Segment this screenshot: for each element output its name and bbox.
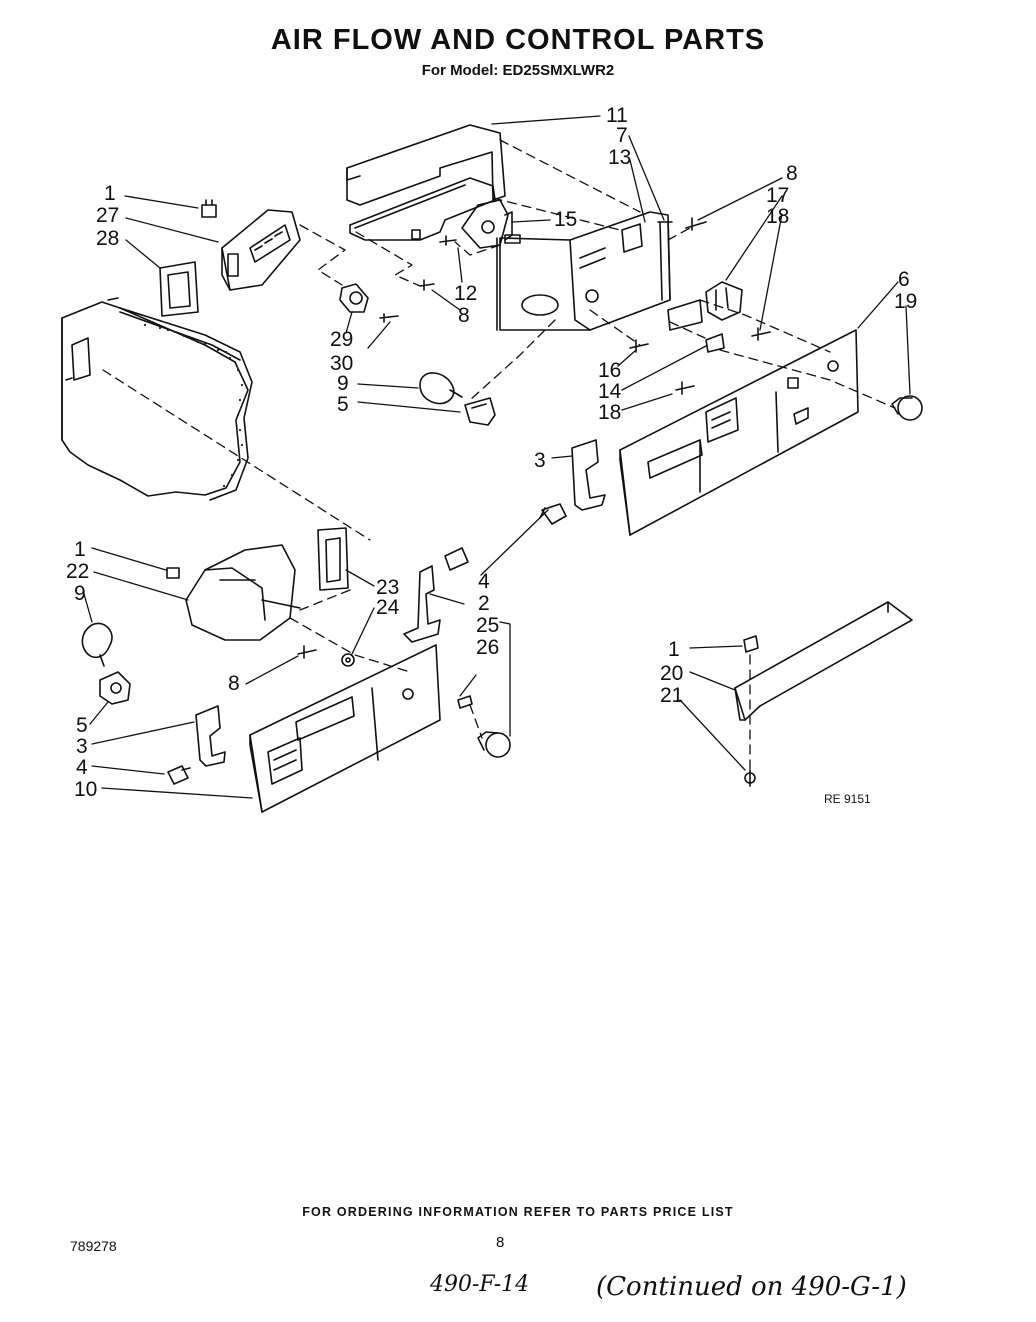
gasket-28 — [159, 261, 199, 317]
clip-part-1 — [201, 199, 217, 218]
callout: 20 — [660, 662, 683, 685]
callout-labels: 1 27 28 29 30 9 5 11 7 13 15 12 8 8 17 1… — [66, 104, 917, 806]
freezer-liner — [61, 297, 253, 501]
lamp-socket-29 — [339, 283, 369, 313]
gasket-23 — [317, 527, 349, 591]
control-panel-lower — [249, 644, 441, 813]
callout: 10 — [74, 778, 97, 801]
callout: 18 — [766, 205, 789, 228]
callout: 17 — [766, 184, 789, 207]
callout: 7 — [616, 124, 628, 147]
sensing-tube — [657, 221, 673, 301]
callout: 4 — [76, 756, 88, 779]
callout: 16 — [598, 359, 621, 382]
diagram-reference: RE 9151 — [824, 792, 871, 806]
mounting-clip-3-lower — [195, 705, 226, 767]
page-title: AIR FLOW AND CONTROL PARTS — [270, 24, 766, 56]
callout: 23 — [376, 576, 399, 599]
document-number: 789278 — [70, 1238, 117, 1254]
socket-4-lower — [167, 765, 191, 785]
callout: 26 — [476, 636, 499, 659]
callout: 5 — [337, 393, 349, 416]
callout: 27 — [96, 204, 119, 227]
switch-bracket — [667, 299, 703, 331]
callout: 1 — [74, 538, 86, 561]
screw-30 — [379, 313, 399, 323]
lamp-socket-lower — [99, 671, 131, 705]
callout: 30 — [330, 352, 353, 375]
clip-1-right — [743, 635, 759, 653]
callout: 15 — [554, 208, 577, 231]
callout: 1 — [104, 182, 116, 205]
insulation-stipple — [143, 320, 244, 488]
callout: 28 — [96, 227, 119, 250]
clip-26 — [457, 695, 473, 709]
callout: 5 — [76, 714, 88, 737]
leader-lines — [83, 115, 911, 799]
callout: 21 — [660, 684, 683, 707]
callout: 4 — [478, 570, 490, 593]
callout: 8 — [458, 304, 470, 327]
control-knob-25 — [477, 731, 511, 758]
mounting-clip-3-upper — [571, 439, 606, 511]
trim-strip — [734, 601, 913, 721]
callout: 8 — [786, 162, 798, 185]
handwritten-continuation: (Continued on 490-G-1) — [596, 1272, 907, 1302]
handwritten-reference: 490-F-14 — [430, 1272, 530, 1297]
control-knob-19 — [891, 395, 923, 421]
socket-4-mid — [444, 547, 469, 571]
callout: 11 — [606, 104, 628, 127]
screw-8-right — [685, 217, 707, 231]
callout: 2 — [478, 592, 490, 615]
screw-8 — [419, 279, 435, 291]
callout: 9 — [337, 372, 349, 395]
screw-18-lower — [675, 381, 695, 395]
callout: 6 — [898, 268, 910, 291]
ordering-note: FOR ORDERING INFORMATION REFER TO PARTS … — [302, 1205, 734, 1219]
callout: 9 — [74, 582, 86, 605]
callout: 1 — [668, 638, 680, 661]
callout: 3 — [534, 449, 546, 472]
callout: 19 — [894, 290, 917, 313]
thermostat-control — [221, 209, 301, 291]
page-number: 8 — [496, 1234, 505, 1251]
callout: 12 — [454, 282, 477, 305]
assembly-dashed-lines — [102, 139, 896, 771]
freezer-control-housing — [185, 544, 301, 641]
callout: 14 — [598, 380, 622, 403]
screw-12 — [439, 235, 457, 246]
air-duct-cover — [346, 124, 506, 241]
callout: 13 — [608, 146, 631, 169]
damper-motor — [461, 199, 513, 249]
callout: 8 — [228, 672, 240, 695]
switch-17 — [705, 281, 743, 321]
light-bulb-lower — [81, 622, 113, 667]
clip-1-lower — [166, 567, 180, 579]
screw-18 — [751, 327, 771, 341]
callout: 29 — [330, 328, 353, 351]
callout: 24 — [376, 596, 400, 619]
callout: 25 — [476, 614, 499, 637]
control-housing-bracket — [496, 211, 671, 331]
screw-21 — [744, 769, 756, 787]
callout: 18 — [598, 401, 621, 424]
callout: 22 — [66, 560, 89, 583]
washer-24 — [341, 653, 355, 667]
screw-8-lower — [297, 645, 317, 659]
light-bulb-upper — [419, 372, 463, 405]
screw-16 — [629, 339, 649, 353]
connector-14 — [705, 333, 725, 353]
control-panel-upper — [619, 329, 859, 536]
callout: 3 — [76, 735, 88, 758]
lamp-socket-upper — [464, 397, 496, 426]
bracket-2 — [403, 565, 441, 643]
model-subtitle: For Model: ED25SMXLWR2 — [421, 62, 615, 79]
